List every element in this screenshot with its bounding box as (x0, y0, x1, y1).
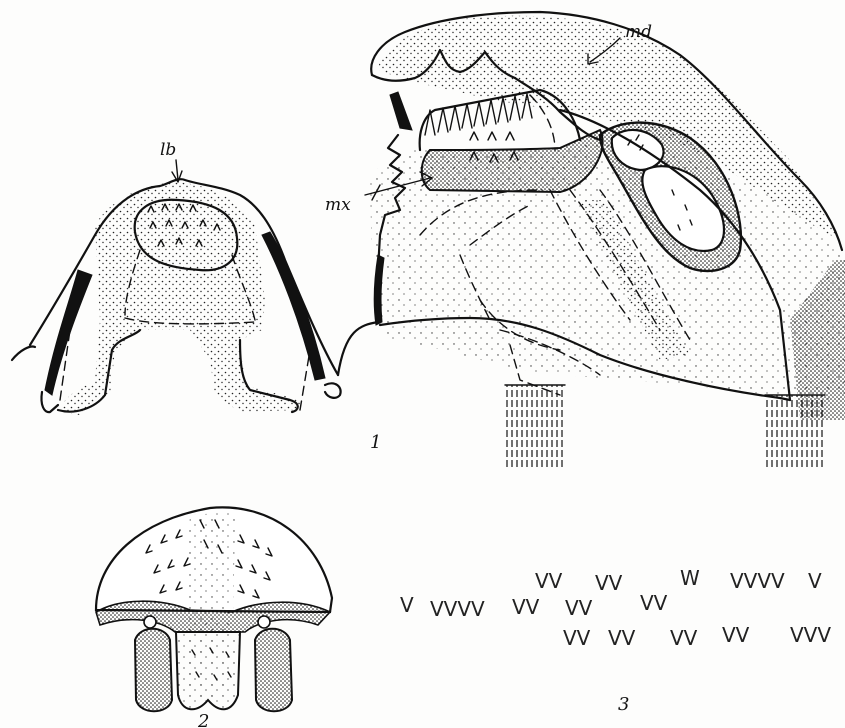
panel-number-2: 2 (197, 711, 209, 728)
panel-number-3: 3 (618, 694, 629, 715)
label-mx: mx (325, 195, 351, 215)
spine-group: VV (640, 591, 668, 615)
spine-group: VV (535, 569, 563, 593)
mandible-head-drawing (338, 12, 845, 470)
label-md: md (625, 22, 652, 42)
spine-group: VVV (790, 623, 831, 647)
spine-group: W (680, 566, 700, 590)
labium-drawing (12, 160, 341, 415)
spine-group: V (808, 569, 822, 593)
labium-detail-drawing (96, 507, 332, 711)
spine-group: VVVV (730, 569, 785, 593)
spine-group: VV (565, 596, 593, 620)
spine-group: VV (595, 571, 623, 595)
spine-group: VV (722, 623, 750, 647)
spine-group: VV (512, 595, 540, 619)
spine-group: VV (608, 626, 636, 650)
spine-rows: VV VV V VVVV VV VV VV W VVVV V VV VV VV … (400, 566, 831, 650)
label-lb: lb (160, 140, 176, 160)
spine-group: V (400, 593, 414, 617)
spine-group: VV (670, 626, 698, 650)
spine-group: VV (563, 626, 591, 650)
spine-group: VVVV (430, 597, 485, 621)
panel-number-1: 1 (370, 432, 381, 453)
